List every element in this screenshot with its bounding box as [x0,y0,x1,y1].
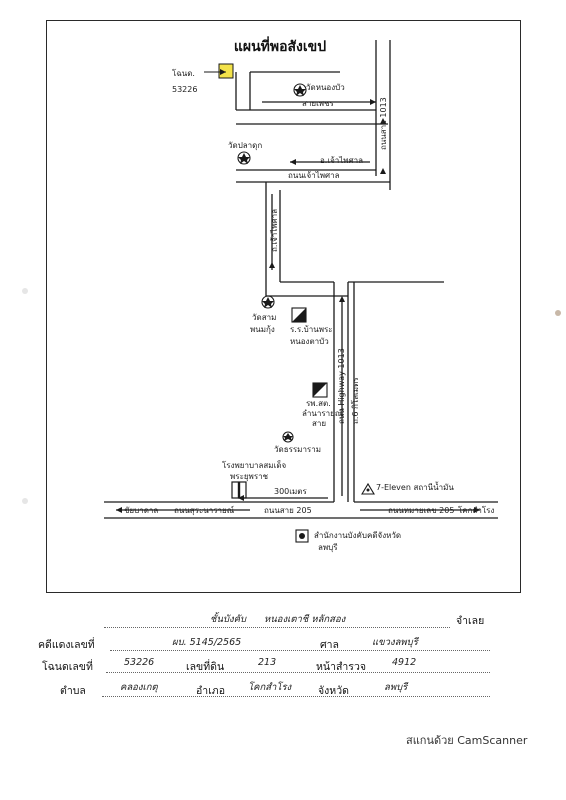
road-205-b-label: ถนนสาย 205 [264,506,312,515]
deed-number-label: โฉนดเลขที่ [42,661,93,673]
road-mid2-label: ถนนเจ้าไพศาล [288,171,340,180]
map-title: แผนที่พอสังเขป [233,39,327,55]
distance-label: 300เมตร [274,487,307,496]
district-value: โคกสำโรง [248,682,292,693]
road-205-a-label: ถนนสุระนารายณ์ [174,506,235,515]
survey-page-value: 4912 [392,657,417,668]
office2-label: ลพบุรี [318,543,338,552]
road-mid-label: อ.เจ้าไพศาล [320,156,364,165]
temple-bottom-label: วัดธรรมาราม [274,445,321,454]
form-row1-line [110,650,490,651]
province-value: ลพบุรี [384,682,408,693]
punch-hole-bottom [22,498,28,504]
hospital3-label: สาย [312,419,327,428]
road-205-c-label: ถนนหมายเลข 205 [388,506,455,515]
punch-hole-top [22,288,28,294]
land-number-value: 213 [258,657,277,668]
survey-page-label: หน้าสำรวจ [316,661,366,673]
school-label: ร.ร.บ้านพระ [290,325,333,334]
district-label: อำเภอ [196,685,226,697]
form-row2-line [106,672,490,673]
case-number-value: ผบ. 5145/2565 [172,637,242,648]
deed-number-value: 53226 [124,657,155,668]
edge-mark [555,310,561,316]
hospital-label: รพ.สต. [306,399,331,408]
right-town-label: โคกสำโรง [458,506,495,515]
ptt2-label: พระยุพราช [230,472,269,481]
hospital2-label: ลำนารายณ์ [302,409,343,418]
left-road-label: ชัยบาดาล [124,506,159,515]
school2-label: หนองตาบัว [290,337,329,346]
temple-lower2-label: พนมกุ้ง [250,325,275,334]
road-vertical-label: ถ.เจ้าไพศาล [270,208,279,252]
court-label: ศาล [320,639,339,651]
highway2-label: ถ.6 กิโลเมตร [351,377,360,424]
deed-label: โฉนด. [172,69,195,78]
subdistrict-value: คลองเกตุ [120,682,158,693]
subdistrict-label: ตำบล [60,685,86,697]
station-label: 7-Eleven สถานีน้ำมัน [376,483,454,492]
deed-number: 53226 [172,85,198,94]
road-top-label: สายเพชร [302,99,334,108]
map-frame [46,20,521,593]
form-row0-value-b: หนองเตาชี หลักสอง [264,614,346,625]
province-label: จังหวัด [318,685,349,697]
form-row0-line [104,627,450,628]
road-1013-top-label: ถนนสาย 1013 [379,97,388,150]
camscanner-watermark: สแกนด้วย CamScanner [406,734,528,747]
ptt-label: โรงพยาบาลสมเด็จ [222,461,287,470]
form-row3-line [102,696,490,697]
temple-top-label: วัดหนองบัว [306,83,345,92]
case-number-label: คดีแดงเลขที่ [38,639,95,651]
form-row0-value-a: ชั้นบังคับ [210,614,246,625]
temple-lower-label: วัดสาม [252,313,277,322]
office-label: สำนักงานบังคับคดีจังหวัด [314,531,402,540]
land-number-label: เลขที่ดิน [186,661,225,673]
court-value: แขวงลพบุรี [372,637,418,648]
temple-mid-label: วัดปลาดุก [228,141,263,150]
form-row0-label-end: จำเลย [456,615,485,627]
